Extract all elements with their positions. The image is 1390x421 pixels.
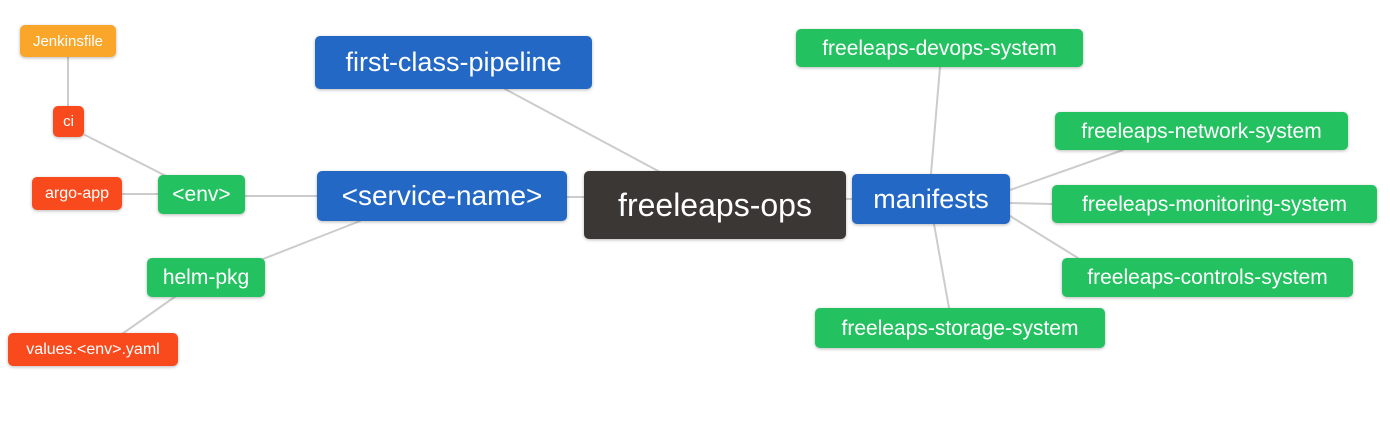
node-jenkinsfile[interactable]: Jenkinsfile [20,25,116,57]
node-argo-app[interactable]: argo-app [32,177,122,210]
node-freeleaps-controls-system[interactable]: freeleaps-controls-system [1062,258,1353,297]
edge-service-name-helm-pkg [262,220,361,260]
node-freeleaps-monitoring-system[interactable]: freeleaps-monitoring-system [1052,185,1377,223]
node-freeleaps-storage-system[interactable]: freeleaps-storage-system [815,308,1105,348]
node-freeleaps-ops[interactable]: freeleaps-ops [584,171,846,239]
node-helm-pkg[interactable]: helm-pkg [147,258,265,297]
edge-manifests-network [1009,149,1124,191]
node-values-env-yaml[interactable]: values.<env>.yaml [8,333,178,366]
node-service-name[interactable]: <service-name> [317,171,567,221]
node-freeleaps-network-system[interactable]: freeleaps-network-system [1055,112,1348,150]
node-ci[interactable]: ci [53,106,84,137]
edge-manifests-controls [1009,215,1079,259]
edge-helm-pkg-values [121,295,177,335]
node-env[interactable]: <env> [158,175,245,214]
node-freeleaps-devops-system[interactable]: freeleaps-devops-system [796,29,1083,67]
edge-ci-env [84,134,167,177]
edge-manifests-devops [930,66,941,175]
node-first-class-pipeline[interactable]: first-class-pipeline [315,36,592,89]
node-manifests[interactable]: manifests [852,174,1010,224]
edge-manifests-monitoring [1009,202,1053,205]
edge-manifests-storage [933,223,950,309]
edge-pipeline-ops [504,88,661,173]
